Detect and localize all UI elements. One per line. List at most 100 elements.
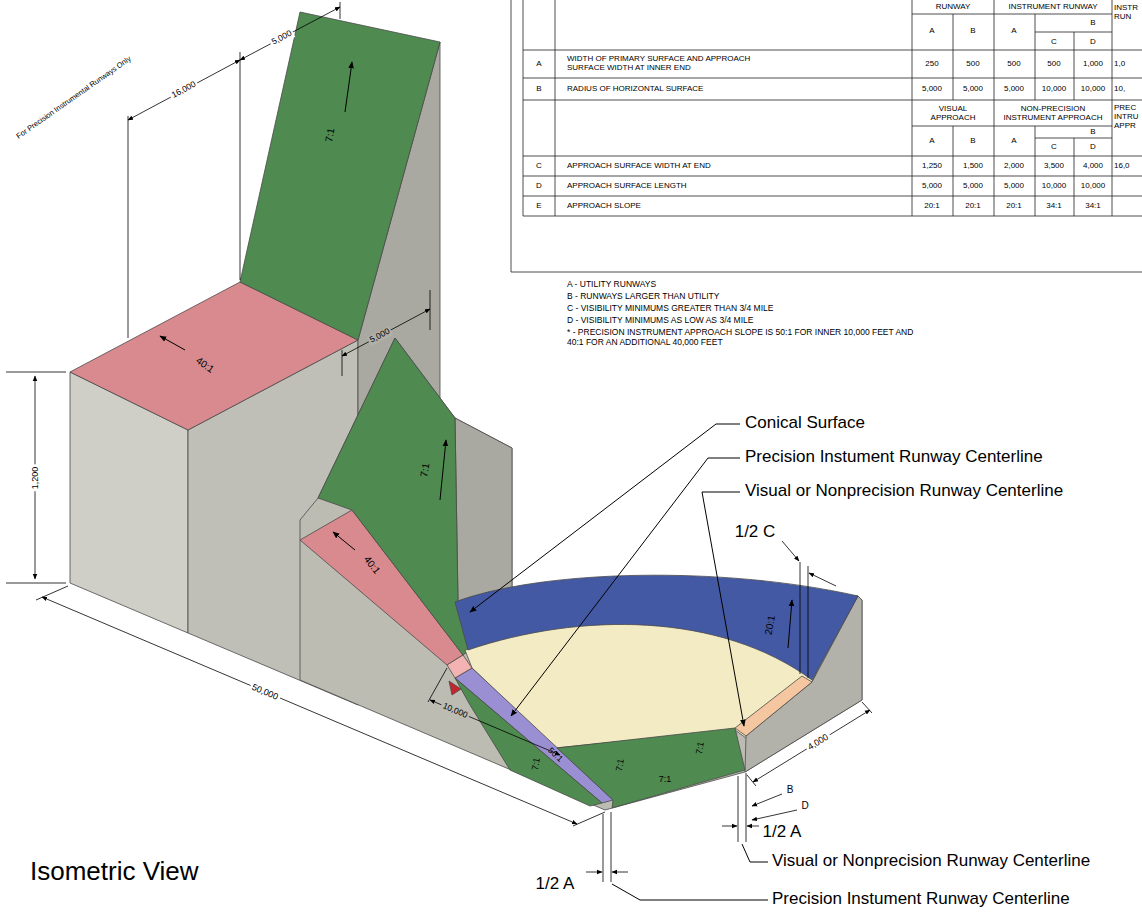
table-cell: INSTR RUN [1114, 3, 1142, 21]
dimension-lines-part [240, 7, 340, 60]
dimension-lines-part [340, 2, 341, 19]
table-grid-part [555, 0, 1112, 216]
dimension-lines-part [240, 52, 241, 280]
table-cell: 10,000 [1042, 84, 1066, 93]
slope-arrows-part [333, 532, 355, 550]
dimension-lines-part [573, 812, 605, 826]
dimension-lines-part [6, 583, 66, 584]
table-cell: D [1090, 37, 1096, 46]
slope-label: 7:1 [694, 741, 706, 755]
table-cell: 2,000 [1004, 161, 1024, 170]
callout-label: Visual or Nonprecision Runway Centerline [745, 481, 1063, 501]
dimension-label: 1/2 A [763, 822, 802, 842]
table-cell: C [1051, 37, 1057, 46]
dimension-lines-part [612, 872, 628, 873]
main-block-part [447, 655, 472, 678]
main-block-part [300, 338, 862, 810]
leader-lines [470, 424, 768, 900]
leader-lines-part [470, 424, 740, 612]
table-grid-part [523, 50, 1142, 216]
dimension-lines-part [342, 309, 430, 356]
slope-arrows-part [788, 600, 792, 648]
dimension-lines-part [611, 812, 612, 882]
table-cell: 20:1 [965, 201, 981, 210]
table-cell: 500 [1047, 59, 1060, 68]
dimension-lines-part [430, 290, 431, 330]
slope-label: 7:1 [614, 758, 626, 772]
dimension-lines-part [128, 116, 129, 338]
table-cell: 34:1 [1046, 201, 1062, 210]
dimension-label: 50,000 [248, 681, 281, 703]
dimension-lines-part [809, 573, 836, 586]
table-cell: 10, [1114, 84, 1125, 93]
dimension-lines [6, 2, 872, 882]
dimension-label: 1/2 A [536, 874, 575, 894]
dimension-lines-part [862, 702, 872, 713]
dimension-label: D [801, 800, 808, 812]
table-grid-part [511, 0, 1142, 272]
slope-label: 20:1 [763, 614, 778, 635]
table-cell: VISUAL APPROACH [923, 104, 983, 122]
table-cell: B [536, 84, 541, 93]
slope-label: 7:1 [323, 127, 337, 143]
dimension-label: 5,000 [269, 28, 296, 48]
table-cell: NON-PRECISION INSTRUMENT APPROACH [998, 104, 1108, 122]
slope-label: 7:1 [530, 757, 542, 771]
table-cell: 5,000 [922, 181, 942, 190]
table-grid [511, 0, 1142, 272]
table-cell: 500 [1007, 59, 1020, 68]
table-cell: C [1051, 142, 1057, 151]
dimension-lines-part [782, 541, 799, 561]
table-note: C - VISIBILITY MINIMUMS GREATER THAN 3/4… [567, 304, 773, 314]
table-cell: 5,000 [963, 181, 983, 190]
callout-label: Precision Instument Runway Centerline [745, 447, 1043, 467]
table-note: D - VISIBILITY MINIMUMS AS LOW AS 3/4 MI… [567, 316, 753, 326]
slope-arrows-part [160, 336, 185, 350]
dimension-label: B [787, 784, 794, 796]
dimension-lines-part [428, 668, 447, 702]
table-cell: D [536, 181, 542, 190]
dimension-lines-part [752, 810, 797, 820]
table-cell: APPROACH SURFACE LENGTH [567, 181, 687, 190]
table-cell: 4,000 [1083, 161, 1103, 170]
table-cell: RUNWAY [936, 2, 971, 11]
main-block-part [455, 575, 858, 680]
dimension-lines-part [36, 586, 68, 600]
dimension-label: 4,000 [804, 731, 832, 754]
table-cell: A [1011, 26, 1016, 35]
dimension-lines-part [6, 372, 66, 373]
callout-label: Conical Surface [745, 413, 865, 433]
table-cell: B [970, 26, 975, 35]
slope-arrows-part [440, 440, 446, 500]
main-block-part [735, 676, 812, 736]
dimension-label: 1/2 C [735, 522, 776, 542]
dimension-label: 1,200 [30, 465, 40, 492]
table-cell: 1,250 [922, 161, 942, 170]
dimension-lines-part [747, 826, 759, 827]
table-cell: APPROACH SLOPE [567, 201, 641, 210]
dimension-lines-part [752, 794, 782, 806]
dimension-lines-part [722, 826, 737, 827]
table-cell: B [1090, 127, 1095, 136]
table-cell: 20:1 [1006, 201, 1022, 210]
dimension-lines-part [430, 700, 560, 755]
slope-label: 7:1 [418, 462, 432, 478]
table-cell: 250 [925, 59, 938, 68]
table-cell: E [536, 201, 541, 210]
main-block-part [318, 338, 470, 655]
table-cell: 10,000 [1081, 181, 1105, 190]
table-cell: 16,0 [1114, 161, 1130, 170]
table-cell: 34:1 [1085, 201, 1101, 210]
table-cell: 5,000 [1004, 181, 1024, 190]
leader-lines-part [742, 844, 768, 862]
table-cell: A [536, 59, 541, 68]
table-cell: 1,000 [1083, 59, 1103, 68]
dimension-lines-part [586, 872, 602, 873]
leader-lines-part [511, 458, 740, 716]
main-block [300, 338, 862, 810]
callout-label: Visual or Nonprecision Runway Centerline [772, 851, 1090, 871]
dimension-lines-part [738, 776, 739, 842]
dimension-lines-part [808, 566, 809, 678]
note-label: For Precision Instrumental Runways Only [15, 55, 133, 141]
